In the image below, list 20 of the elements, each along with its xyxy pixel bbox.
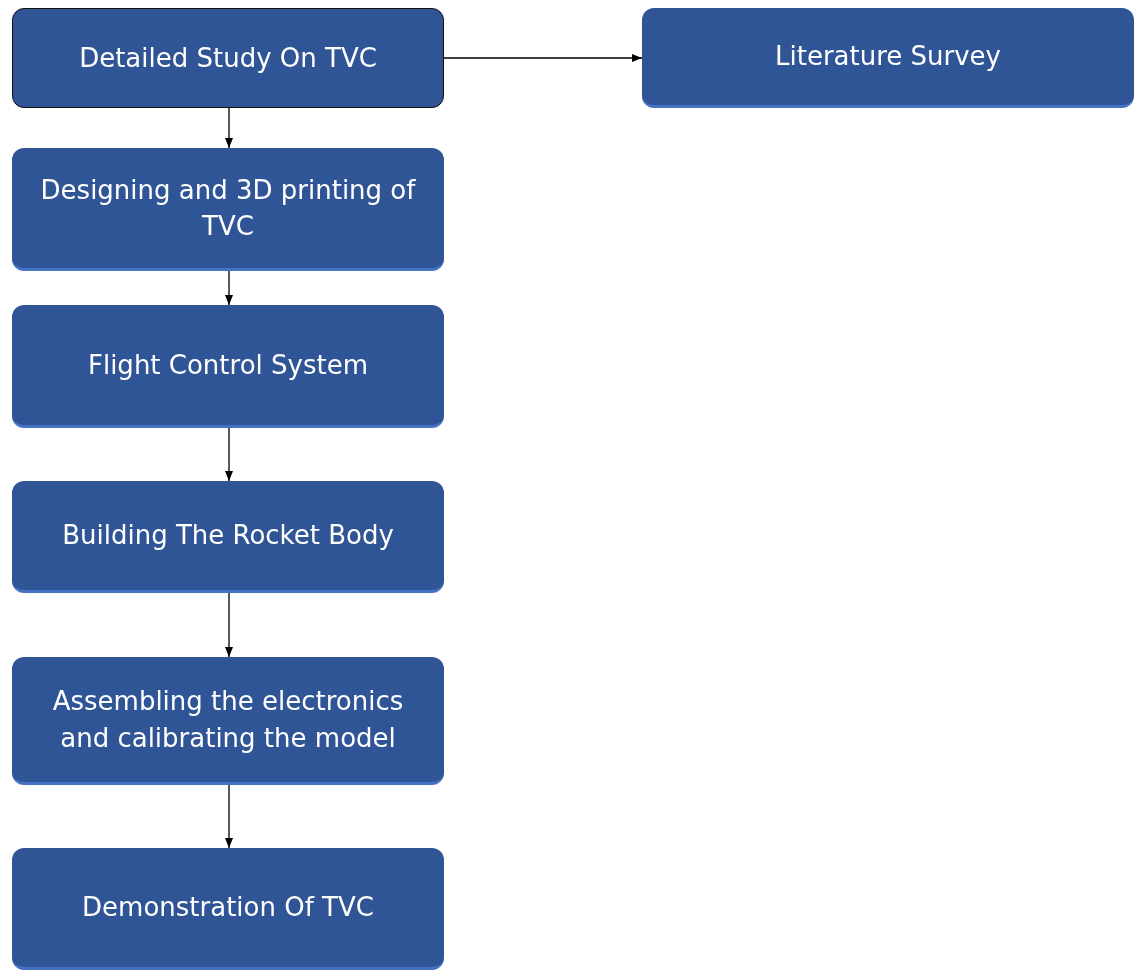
arrow xyxy=(224,107,234,149)
process-box xyxy=(12,481,444,593)
box-label: Literature Survey xyxy=(775,40,1001,74)
arrow xyxy=(224,427,234,482)
box-label: Assembling the electronics and calibrating the model xyxy=(51,685,405,755)
box-label: Designing and 3D printing of TVC xyxy=(39,173,417,243)
process-box xyxy=(642,8,1134,108)
process-box xyxy=(12,8,444,108)
box-label: Demonstration Of TVC xyxy=(82,891,374,925)
process-box xyxy=(12,848,444,970)
arrow xyxy=(443,53,643,63)
process-box xyxy=(12,657,444,785)
arrow xyxy=(224,592,234,658)
process-box xyxy=(12,305,444,428)
box-label: Detailed Study On TVC xyxy=(79,41,377,75)
box-label: Building The Rocket Body xyxy=(62,519,394,553)
arrow xyxy=(224,784,234,849)
process-box xyxy=(12,148,444,271)
arrow xyxy=(224,270,234,306)
box-label: Flight Control System xyxy=(87,348,368,382)
